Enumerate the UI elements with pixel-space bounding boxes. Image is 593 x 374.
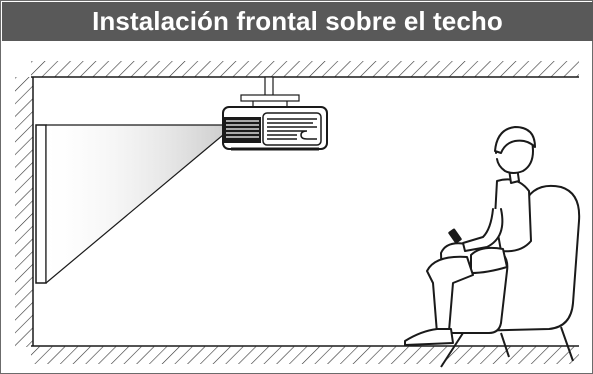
projector-icon [222,106,328,151]
smartphone-icon [448,228,462,244]
floor [31,345,579,364]
ceiling [31,61,579,78]
left-wall [15,77,34,347]
title-bar: Instalación frontal sobre el techo [2,2,593,41]
diagram-title: Instalación frontal sobre el techo [92,6,503,36]
room-scene [15,61,581,368]
ceiling-mount [240,76,300,107]
projection-beam [46,125,223,283]
person-in-armchair-icon [404,126,536,346]
projection-screen [35,124,47,284]
